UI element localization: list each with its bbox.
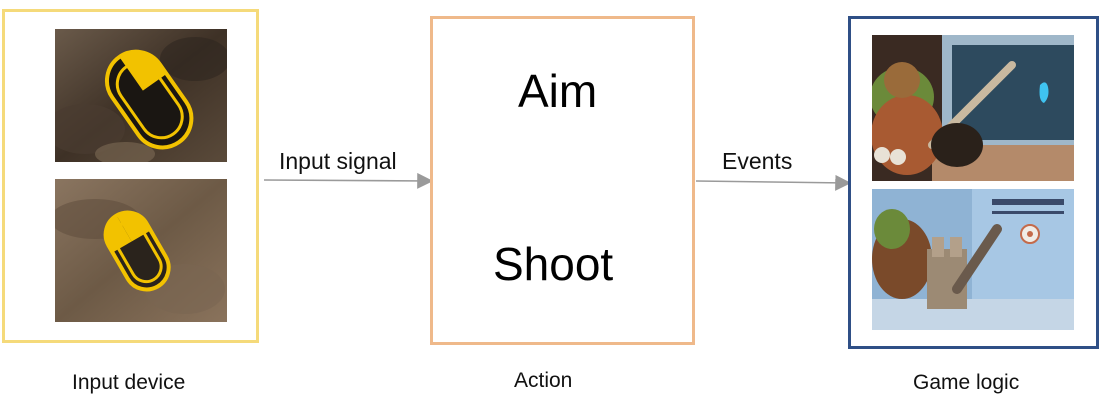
game-logic-panel (848, 16, 1099, 349)
action-aim: Aim (518, 65, 598, 117)
game-screenshot-shoot (872, 189, 1074, 330)
action-caption: Action (514, 369, 573, 392)
action-panel (430, 16, 695, 345)
mouse-photo-aim (55, 29, 227, 162)
game-screenshot-aim (872, 35, 1074, 181)
input-device-caption: Input device (72, 371, 186, 394)
mouse-icon (55, 179, 227, 322)
events-label: Events (722, 148, 793, 174)
mouse-photo-shoot (55, 179, 227, 322)
arrow-action-to-game (695, 174, 852, 191)
input-device-panel (2, 9, 259, 343)
game-logic-caption: Game logic (913, 371, 1020, 394)
arrow-input-to-action (263, 172, 434, 189)
action-shoot: Shoot (493, 238, 614, 290)
mouse-icon (55, 29, 227, 162)
input-signal-label: Input signal (279, 148, 397, 174)
